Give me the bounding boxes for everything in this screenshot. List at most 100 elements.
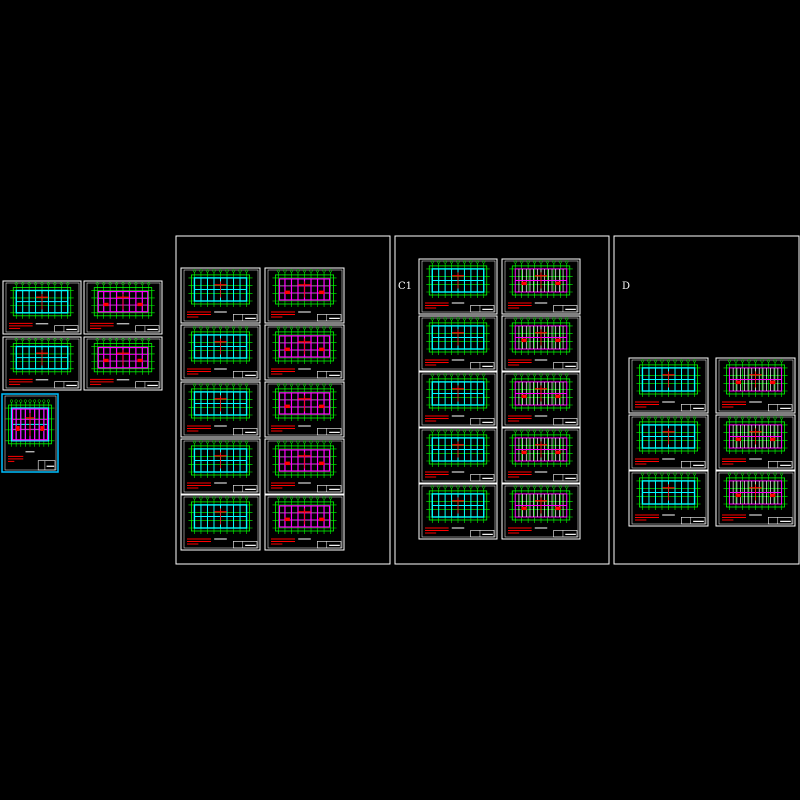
grid-bubble	[276, 326, 280, 330]
title-block	[680, 461, 706, 469]
grid-bubble	[140, 337, 144, 342]
drawing-sheets	[1, 258, 796, 551]
grid-bubble	[450, 429, 454, 433]
floor-plan	[426, 373, 490, 411]
floor-plan	[636, 472, 701, 510]
drawing-sheet[interactable]	[264, 494, 345, 551]
drawing-sheet[interactable]	[83, 280, 163, 335]
grid-bubble	[647, 359, 651, 363]
title-block	[37, 460, 56, 471]
hatch-mark	[284, 347, 290, 352]
grid-bubble	[53, 281, 57, 286]
drawing-sheet[interactable]	[264, 381, 345, 438]
grid-bubble	[225, 496, 229, 500]
grid-bubble	[231, 383, 236, 387]
drawing-sheet[interactable]	[180, 381, 261, 438]
drawing-sheet[interactable]	[83, 336, 163, 391]
grid-bubble	[673, 359, 677, 363]
sheet-inner-border	[504, 317, 579, 370]
grid-bubble	[225, 440, 229, 444]
grid-bubble	[430, 317, 434, 321]
sheet-inner-border	[183, 269, 259, 322]
drawing-sheet[interactable]	[418, 427, 498, 484]
drawing-sheet[interactable]	[2, 336, 82, 391]
grid-bubble	[653, 359, 658, 363]
drawing-sheet[interactable]	[501, 427, 581, 484]
grid-bubble	[329, 383, 333, 387]
hatch-mark	[137, 358, 143, 363]
drawing-sheet[interactable]	[715, 357, 796, 414]
drawing-sheet[interactable]	[1, 393, 59, 473]
grid-bubble	[315, 383, 320, 387]
grid-bubble	[127, 281, 131, 286]
hatch-mark	[284, 461, 290, 466]
drawing-sheet[interactable]	[418, 371, 498, 428]
grid-bubble	[231, 496, 236, 500]
grid-bubble	[40, 337, 44, 342]
drawing-sheet[interactable]	[2, 280, 82, 335]
drawing-sheet[interactable]	[264, 267, 345, 324]
drawing-sheet[interactable]	[501, 483, 581, 540]
hatch-mark	[735, 493, 741, 498]
grid-bubble	[289, 269, 294, 273]
title-block	[233, 485, 258, 493]
grid-bubble	[27, 281, 31, 286]
grid-bubble	[552, 260, 556, 264]
drawing-sheet[interactable]	[418, 258, 498, 315]
drawing-sheet[interactable]	[264, 324, 345, 381]
drawing-sheet[interactable]	[628, 414, 709, 471]
drawing-sheet[interactable]	[180, 324, 261, 381]
floor-plan	[636, 359, 701, 397]
grid-bubble	[322, 269, 326, 273]
floor-plan	[426, 485, 490, 523]
grid-bubble	[462, 317, 466, 321]
drawing-sheet[interactable]	[501, 258, 581, 315]
floor-plan	[272, 440, 337, 478]
sheet-inner-border	[631, 359, 707, 412]
grid-bubble	[309, 326, 313, 330]
sheet-inner-border	[504, 260, 579, 313]
grid-bubble	[520, 485, 524, 489]
grid-bubble	[693, 359, 697, 363]
sheet-inner-border	[86, 282, 161, 333]
drawing-sheet[interactable]	[180, 494, 261, 551]
drawing-sheet[interactable]	[501, 315, 581, 372]
drawing-sheet[interactable]	[628, 470, 709, 527]
grid-bubble	[322, 496, 326, 500]
grid-bubble	[46, 337, 50, 342]
grid-bubble	[640, 472, 644, 476]
drawing-sheet[interactable]	[501, 371, 581, 428]
grid-bubble	[539, 260, 543, 264]
drawing-sheet[interactable]	[628, 357, 709, 414]
grid-bubble	[134, 281, 138, 286]
drawing-sheet[interactable]	[264, 438, 345, 495]
grid-bubble	[238, 269, 242, 273]
drawing-sheet[interactable]	[715, 414, 796, 471]
drawing-sheet[interactable]	[715, 470, 796, 527]
grid-bubble	[526, 485, 530, 489]
drawing-sheet[interactable]	[418, 483, 498, 540]
grid-bubble	[520, 260, 524, 264]
sheet-inner-border	[504, 373, 579, 426]
floor-plan	[188, 269, 253, 307]
grid-bubble	[283, 440, 287, 444]
grid-bubble	[747, 472, 751, 476]
grid-bubble	[660, 359, 664, 363]
grid-bubble	[296, 383, 300, 387]
grid-bubble	[102, 281, 106, 286]
grid-bubble	[456, 317, 460, 321]
drawing-sheet[interactable]	[180, 267, 261, 324]
floor-plan	[723, 472, 788, 510]
grid-bubble	[289, 383, 294, 387]
grid-bubble	[679, 472, 684, 476]
title-block	[470, 305, 495, 313]
grid-bubble	[734, 472, 738, 476]
grid-bubble	[565, 429, 569, 433]
grid-bubble	[740, 472, 745, 476]
drawing-sheet[interactable]	[180, 438, 261, 495]
title-block	[316, 314, 342, 322]
floor-plan	[272, 269, 337, 307]
drawing-sheet[interactable]	[418, 315, 498, 372]
grid-bubble	[296, 496, 300, 500]
